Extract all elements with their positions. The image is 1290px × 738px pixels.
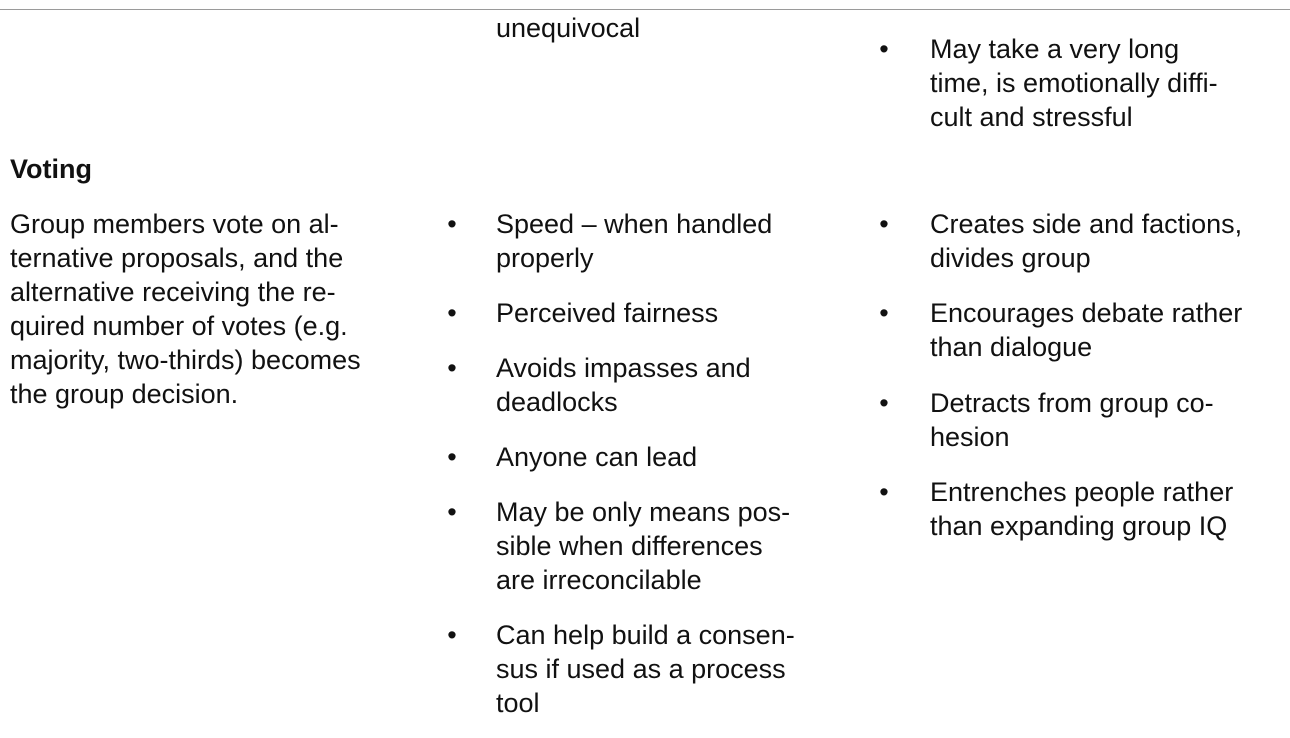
disadvantage-item: Encourages debate rather than dialogue (930, 298, 1243, 362)
page-top-rule (0, 9, 1290, 10)
disadvantage-item: Creates side and factions, divides group (930, 209, 1243, 273)
advantage-item: May be only means pos- sible when differ… (496, 497, 791, 595)
bullet-icon: • (447, 442, 457, 472)
advantage-item: Speed – when handled properly (496, 209, 773, 273)
advantage-item: Anyone can lead (496, 442, 698, 472)
bullet-icon: • (879, 388, 889, 418)
bullet-icon: • (447, 497, 457, 527)
advantage-item: Perceived fairness (496, 298, 719, 328)
bullet-icon: • (879, 209, 889, 239)
bullet-icon: • (879, 298, 889, 328)
disadvantage-item: Entrenches people rather than expanding … (930, 477, 1234, 541)
bullet-icon: • (447, 353, 457, 383)
advantage-item: Avoids impasses and deadlocks (496, 353, 751, 417)
bullet-icon: • (447, 298, 457, 328)
previous-row-disadvantage-item: May take a very long time, is emotionall… (930, 34, 1218, 132)
section-title-voting: Voting (10, 154, 92, 184)
bullet-icon: • (879, 34, 889, 64)
bullet-icon: • (879, 477, 889, 507)
bullet-icon: • (447, 620, 457, 650)
bullet-icon: • (447, 209, 457, 239)
previous-row-advantage-tail: unequivocal (496, 13, 641, 43)
voting-description: Group members vote on al- ternative prop… (10, 209, 361, 409)
advantage-item: Can help build a consen- sus if used as … (496, 620, 795, 718)
disadvantage-item: Detracts from group co- hesion (930, 388, 1214, 452)
